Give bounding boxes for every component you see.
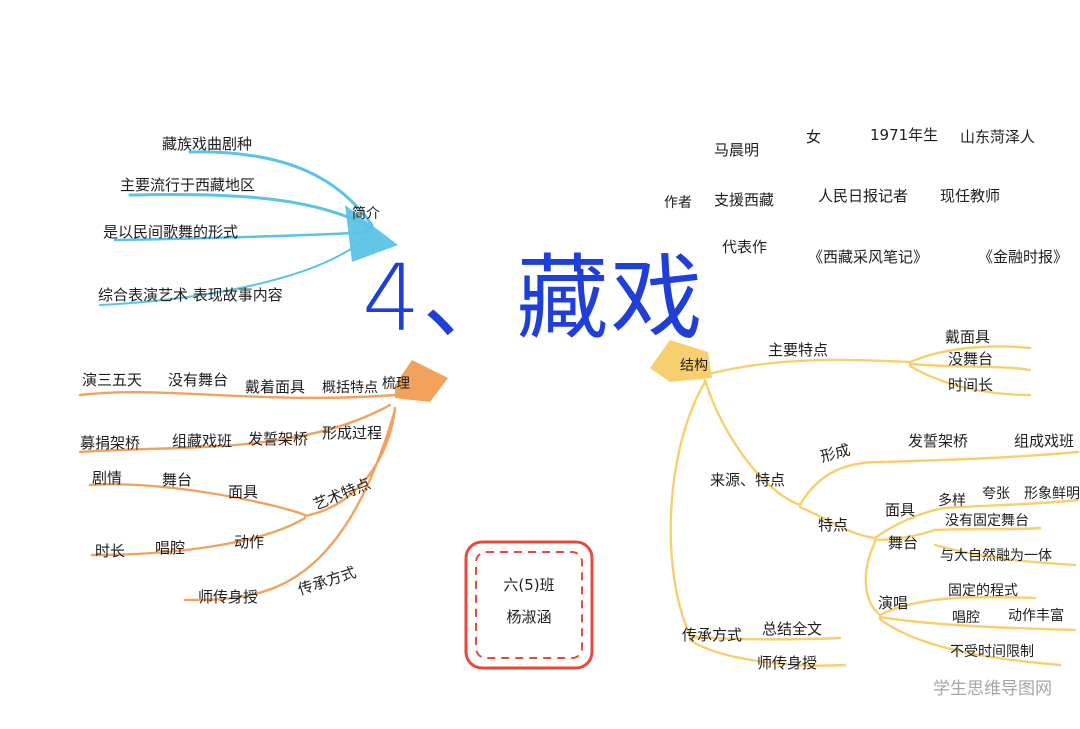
author-work-2: 《金融时报》	[978, 248, 1068, 266]
right-mask-2: 夸张	[982, 486, 1010, 502]
left-formation-3: 发誓架桥	[248, 430, 308, 448]
left-link-features	[78, 390, 397, 400]
right-sing-2: 唱腔	[952, 610, 980, 626]
author-label: 作者	[664, 195, 692, 211]
intro-item-2: 主要流行于西藏地区	[120, 176, 255, 194]
right-sing-1: 固定的程式	[948, 583, 1018, 599]
right-link-traits	[798, 505, 877, 540]
right-form-2: 组成戏班	[1014, 432, 1074, 450]
right-link-stage-2	[933, 543, 1077, 567]
left-feature-1: 演三五天	[82, 371, 142, 389]
right-link-source	[703, 378, 802, 507]
left-formation-2: 组藏戏班	[172, 432, 232, 450]
left-branch	[78, 390, 397, 602]
right-branch	[669, 345, 1080, 667]
left-link-formation	[78, 403, 392, 454]
right-main-1: 戴面具	[945, 328, 990, 346]
author-bio-name: 马晨明	[714, 141, 759, 159]
right-link-main	[703, 358, 912, 377]
right-mask-1: 多样	[938, 492, 966, 509]
right-link-main-2	[908, 362, 1032, 372]
page-title: 4、藏戏	[362, 245, 705, 352]
student-card-outer	[464, 540, 594, 670]
right-node	[650, 340, 712, 382]
right-link-form	[798, 450, 1080, 507]
left-art-5: 唱腔	[155, 539, 185, 557]
student-card: 六(5)班 杨淑涵	[464, 540, 594, 670]
right-link-stage-1	[873, 526, 1042, 542]
right-link-sing-3	[878, 617, 1062, 667]
intro-node	[345, 205, 398, 262]
right-form-label: 形成	[818, 441, 852, 466]
left-formation-1: 募捐架桥	[80, 434, 140, 452]
right-sing-4: 不受时间限制	[950, 644, 1034, 660]
right-sing-3: 动作丰富	[1008, 607, 1064, 624]
author-role-3: 现任教师	[940, 187, 1000, 205]
intro-link-1	[188, 150, 374, 227]
right-main-2: 没舞台	[948, 350, 993, 368]
right-link-sing	[864, 540, 882, 617]
student-name: 杨淑涵	[506, 608, 551, 626]
right-stage-2: 与大自然融为一体	[940, 547, 1052, 564]
author-bio-gender: 女	[806, 128, 821, 146]
intro-item-3: 是以民间歌舞的形式	[103, 223, 238, 241]
left-art-2: 舞台	[162, 471, 192, 489]
right-link-inherit-2	[688, 638, 847, 667]
left-art-1: 剧情	[92, 469, 122, 487]
right-stage-1: 没有固定舞台	[945, 513, 1029, 529]
right-mask-label: 面具	[885, 501, 915, 519]
author-work-1: 《西藏采风笔记》	[808, 248, 928, 266]
right-main-label: 主要特点	[768, 341, 828, 359]
student-class: 六(5)班	[503, 576, 554, 594]
left-feature-3: 戴着面具	[245, 378, 305, 396]
right-sing-label: 演唱	[878, 594, 908, 612]
author-works-label: 代表作	[722, 238, 767, 256]
author-role-2: 人民日报记者	[818, 187, 908, 205]
right-main-3: 时间长	[948, 376, 993, 394]
left-art-3: 面具	[228, 483, 258, 501]
left-link-art-top	[88, 483, 307, 517]
right-inherit-1: 总结全文	[762, 620, 822, 638]
right-stage-label: 舞台	[888, 534, 918, 552]
right-link-main-1	[908, 345, 1032, 364]
student-card-inner	[475, 551, 583, 659]
left-art-label: 艺术特点	[311, 475, 373, 514]
left-inherit-1: 师传身授	[198, 588, 258, 606]
left-link-inherit	[183, 408, 397, 602]
left-art-6: 动作	[234, 533, 264, 551]
right-link-main-3	[908, 364, 1032, 397]
left-feature-2: 没有舞台	[168, 371, 228, 389]
intro-item-1: 藏族戏曲剧种	[162, 135, 252, 153]
watermark: 学生思维导图网	[933, 679, 1052, 699]
intro-label: 简介	[352, 205, 380, 222]
right-form-1: 发誓架桥	[908, 432, 968, 450]
author-role-1: 支援西藏	[714, 191, 774, 209]
right-inherit-label: 传承方式	[682, 626, 742, 644]
right-inherit-2: 师传身授	[757, 654, 817, 672]
intro-link-4	[99, 235, 369, 306]
right-mask-3: 形象鲜明	[1024, 486, 1080, 502]
right-link-inherit	[669, 380, 707, 637]
right-traits-label: 特点	[818, 516, 848, 534]
left-formation-label: 形成过程	[322, 424, 382, 442]
right-link-sing-2	[878, 615, 1077, 632]
right-link-sing-1	[878, 595, 1037, 617]
left-link-art-bottom	[90, 516, 307, 557]
right-source-label: 来源、特点	[710, 471, 785, 489]
right-link-inherit-1	[688, 635, 842, 641]
right-root: 结构	[680, 358, 708, 374]
left-features-label: 概括特点	[322, 380, 378, 396]
left-link-art	[303, 406, 397, 518]
intro-item-4: 综合表演艺术 表现故事内容	[98, 286, 283, 304]
author-bio-year: 1971年生	[870, 126, 938, 144]
left-node	[395, 360, 448, 402]
author-bio-place: 山东菏泽人	[960, 128, 1035, 146]
left-features-root: 梳理	[382, 376, 410, 392]
left-inherit-label: 传承方式	[296, 563, 359, 599]
right-link-mask	[873, 498, 1080, 540]
left-art-4: 时长	[95, 542, 125, 560]
